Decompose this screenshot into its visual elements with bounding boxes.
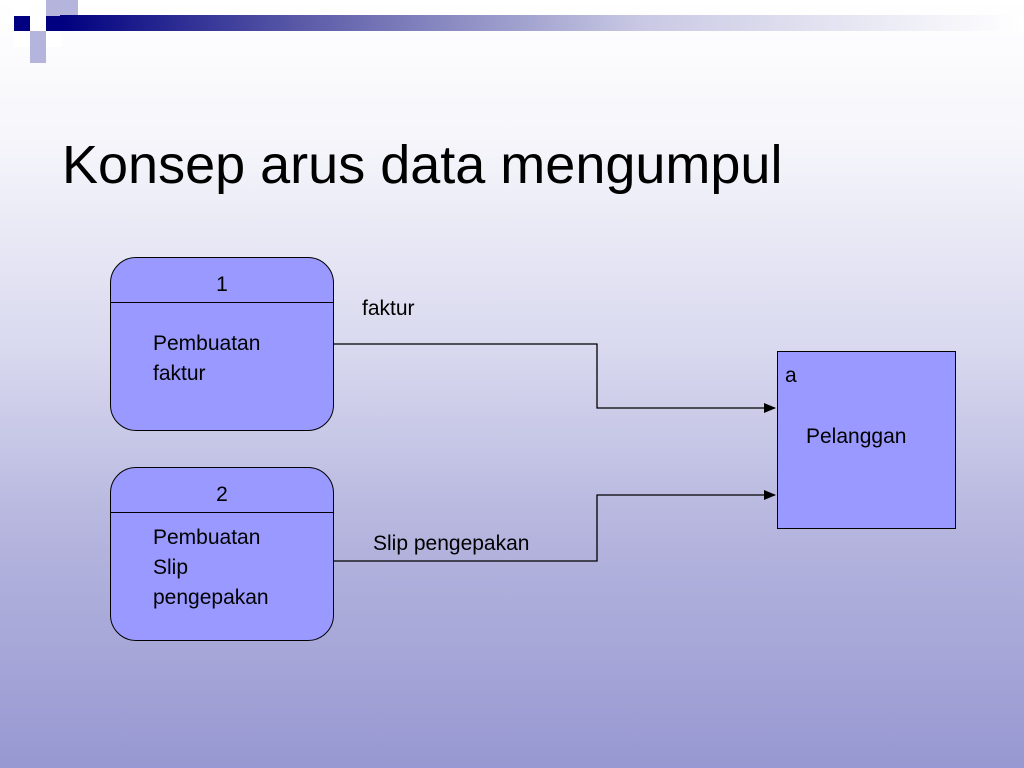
decorative-square-6 [14,31,30,47]
process-1-number: 1 [111,258,333,303]
process-2: 2 Pembuatan Slip pengepakan [110,467,334,641]
process-1: 1 Pembuatan faktur [110,257,334,431]
decorative-square-7 [46,31,62,47]
decorative-square-5 [30,31,46,47]
entity-id: a [785,364,797,387]
slide-title: Konsep arus data mengumpul [62,135,783,195]
decorative-square-2 [30,15,46,31]
process-2-name: Pembuatan Slip pengepakan [153,526,269,609]
entity-name: Pelanggan [806,425,907,448]
flow-label-slip-pengepakan: Slip pengepakan [373,532,530,555]
flow-label-faktur: faktur [362,297,415,320]
process-2-number: 2 [111,468,333,513]
flow-line-faktur [334,343,776,413]
decorative-square-1 [14,15,30,31]
decorative-square-9 [14,0,30,16]
header-gradient-bar [60,15,1024,31]
decorative-square-4 [62,0,78,16]
decorative-square-3 [46,15,62,31]
external-entity-pelanggan: a Pelanggan [777,351,956,529]
flow-line-slip-pengepakan [334,490,776,562]
decorative-square-10 [46,0,62,16]
process-1-name: Pembuatan faktur [153,332,261,385]
decorative-square-8 [30,47,46,63]
